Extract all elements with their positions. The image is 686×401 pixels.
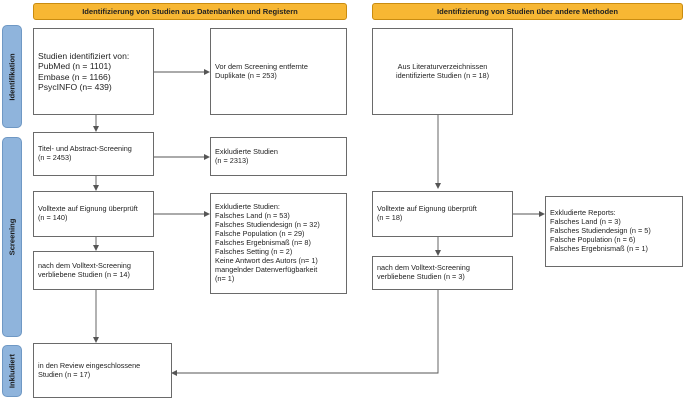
box-remaining-right-text: nach dem Volltext-Screening verbliebene … <box>377 263 470 281</box>
header-other-methods: Identifizierung von Studien über andere … <box>372 3 683 20</box>
box-excluded-reports: Exkludierte Reports: Falsches Land (n = … <box>545 196 683 267</box>
box-title-abstract-text: Titel- und Abstract-Screening (n = 2453) <box>38 144 132 162</box>
arrow-remaining-right-to-included <box>171 290 439 376</box>
box-duplicates: Vor dem Screening entfernte Duplikate (n… <box>210 28 347 115</box>
box-identified-text: Studien identifiziert von: PubMed (n = 1… <box>38 50 130 92</box>
box-fulltext-right: Volltexte auf Eignung überprüft (n = 18) <box>372 191 513 237</box>
box-included: in den Review eingeschlossene Studien (n… <box>33 343 172 398</box>
phase-screening: Screening <box>2 137 22 337</box>
box-literature-text: Aus Literaturverzeichnissen identifizier… <box>395 61 490 80</box>
box-remaining-left-text: nach dem Volltext-Screening verbliebene … <box>38 260 131 279</box>
box-duplicates-text: Vor dem Screening entfernte Duplikate (n… <box>215 61 308 80</box>
box-literature: Aus Literaturverzeichnissen identifizier… <box>372 28 513 115</box>
box-excluded-reports-text: Exkludierte Reports: Falsches Land (n = … <box>550 208 651 253</box>
box-excluded-studies-text: Exkludierte Studien (n = 2313) <box>215 146 278 165</box>
box-fulltext-left: Volltexte auf Eignung überprüft (n = 140… <box>33 191 154 237</box>
box-remaining-right: nach dem Volltext-Screening verbliebene … <box>372 256 513 290</box>
box-fulltext-left-text: Volltexte auf Eignung überprüft (n = 140… <box>38 204 138 222</box>
phase-included: Inkludiert <box>2 345 22 397</box>
box-excluded-detail: Exkludierte Studien: Falsches Land (n = … <box>210 193 347 294</box>
box-fulltext-right-text: Volltexte auf Eignung überprüft (n = 18) <box>377 204 477 222</box>
box-excluded-detail-text: Exkludierte Studien: Falsches Land (n = … <box>215 202 320 283</box>
box-included-text: in den Review eingeschlossene Studien (n… <box>38 360 141 379</box>
box-remaining-left: nach dem Volltext-Screening verbliebene … <box>33 251 154 290</box>
header-databases: Identifizierung von Studien aus Datenban… <box>33 3 347 20</box>
box-title-abstract: Titel- und Abstract-Screening (n = 2453) <box>33 132 154 176</box>
box-identified: Studien identifiziert von: PubMed (n = 1… <box>33 28 154 115</box>
phase-identification: Identifikation <box>2 25 22 128</box>
box-excluded-studies: Exkludierte Studien (n = 2313) <box>210 137 347 176</box>
